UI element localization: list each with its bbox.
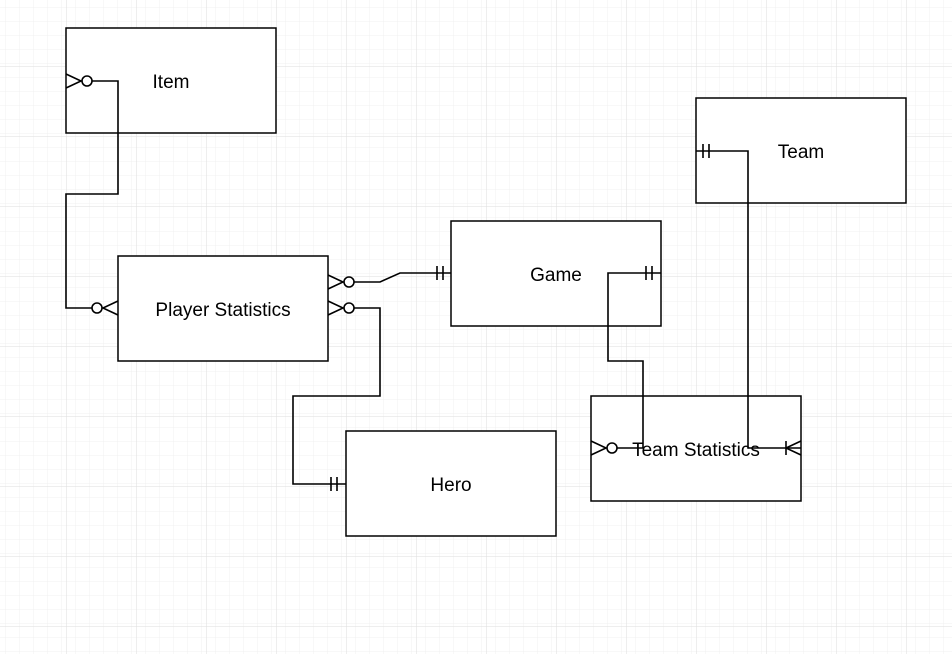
crowfoot-zero-many-player-statistics-hero	[327, 300, 355, 316]
relation-game-team-statistics[interactable]	[590, 266, 661, 456]
entity-player-statistics[interactable]: Player Statistics	[117, 255, 329, 362]
entity-player-statistics-label: Player Statistics	[155, 300, 290, 321]
crowfoot-one-many-team-statistics	[784, 440, 802, 456]
entity-team[interactable]: Team	[695, 97, 907, 204]
crowfoot-one-only-game-end	[645, 266, 653, 280]
crowfoot-zero-many-player-statistics-end	[91, 300, 119, 316]
entity-team-statistics-label: Team Statistics	[632, 440, 760, 461]
entity-team-statistics[interactable]: Team Statistics	[590, 395, 802, 502]
relation-player-statistics-game[interactable]	[327, 266, 451, 290]
entity-item-label: Item	[153, 72, 190, 93]
relation-item-player-statistics[interactable]	[65, 73, 119, 316]
crowfoot-one-only-team	[702, 144, 710, 158]
crowfoot-one-only-hero	[330, 477, 338, 491]
crowfoot-one-only-game	[436, 266, 444, 280]
crowfoot-zero-many-item-end	[65, 73, 93, 89]
entity-game-label: Game	[530, 265, 582, 286]
relation-team-team-statistics[interactable]	[696, 144, 802, 456]
crowfoot-zero-many-player-statistics-game	[327, 274, 355, 290]
relation-player-statistics-hero[interactable]	[292, 300, 381, 491]
entity-hero-label: Hero	[430, 475, 471, 496]
crowfoot-zero-many-team-statistics	[590, 440, 618, 456]
entity-team-label: Team	[778, 142, 824, 163]
entity-hero[interactable]: Hero	[345, 430, 557, 537]
